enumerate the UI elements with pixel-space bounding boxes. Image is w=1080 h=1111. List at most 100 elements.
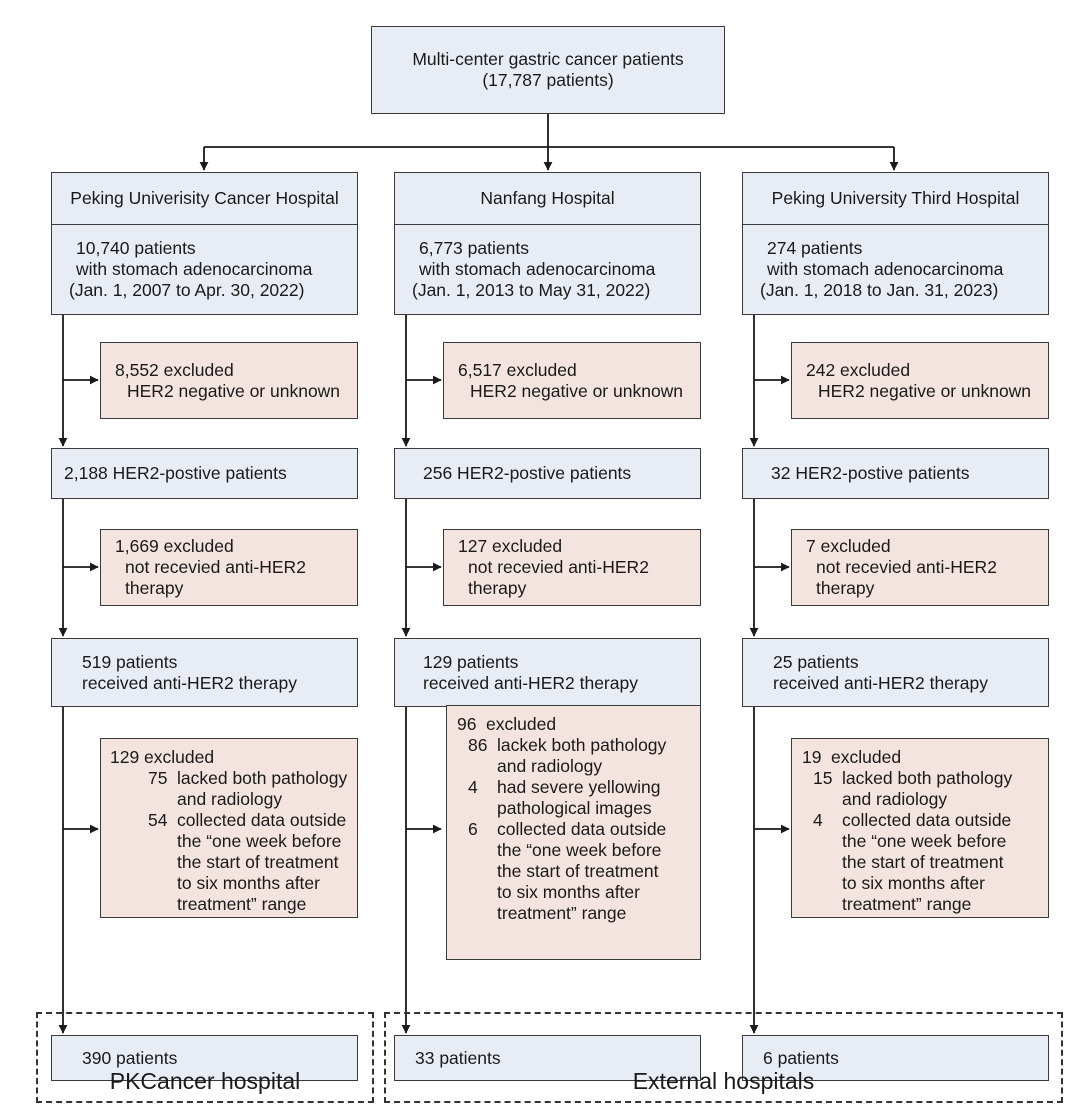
treated-count: 519 patients (82, 651, 178, 672)
exclusion-reason: HER2 negative or unknown (818, 380, 1032, 401)
treated-box-pkthird: 25 patients received anti-HER2 therapy (742, 638, 1049, 707)
exclusion-item-text: the “one week before (177, 831, 342, 851)
her2-positive-count: 256 HER2-postive patients (423, 463, 632, 483)
her2-positive-count: 32 HER2-postive patients (771, 463, 970, 483)
exclusion-box-her2-pkthird: 242 excluded HER2 negative or unknown (791, 342, 1049, 419)
cohort-count: 10,740 patients (76, 238, 196, 258)
exclusion-item-text: collected data outside (177, 810, 347, 830)
exclusion-reason-cont: therapy (816, 578, 875, 598)
exclusion-item-text: treatment” range (497, 903, 627, 923)
exclusion-reason: not recevied anti-HER2 (816, 557, 997, 577)
exclusion-count: 7 excluded (806, 536, 891, 556)
hospital-header-pkthird: Peking University Third Hospital (742, 172, 1049, 225)
internal-cohort-group (36, 1012, 374, 1103)
final-box-pkcancer: 390 patients (51, 1035, 358, 1081)
her2-positive-box-pkthird: 32 HER2-postive patients (742, 448, 1049, 499)
exclusion-count: 129 excluded (110, 747, 215, 767)
exclusion-box-therapy-pkcancer: 1,669 excluded not recevied anti-HER2 th… (100, 529, 358, 606)
external-cohort-group (384, 1012, 1063, 1103)
exclusion-item-count: 4 (468, 777, 478, 797)
exclusion-item-count: 86 (468, 735, 488, 755)
treated-description: received anti-HER2 therapy (423, 672, 638, 693)
exclusion-reason: HER2 negative or unknown (470, 380, 684, 401)
exclusion-item-text: to six months after (497, 882, 640, 902)
cohort-date-range: (Jan. 1, 2007 to Apr. 30, 2022) (69, 280, 305, 300)
treated-box-pkcancer: 519 patients received anti-HER2 therapy (51, 638, 358, 707)
cohort-diagnosis: with stomach adenocarcinoma (419, 259, 656, 279)
exclusion-item-count: 54 (148, 810, 168, 830)
cohort-date-range: (Jan. 1, 2013 to May 31, 2022) (412, 280, 651, 300)
final-box-nanfang: 33 patients (394, 1035, 701, 1081)
exclusion-item-text: the “one week before (842, 831, 1007, 851)
hospital-header-nanfang: Nanfang Hospital (394, 172, 701, 225)
hospital-name: Peking University Third Hospital (771, 188, 1020, 208)
exclusion-box-her2-nanfang: 6,517 excluded HER2 negative or unknown (443, 342, 701, 419)
cohort-count: 274 patients (767, 238, 863, 258)
treated-box-nanfang: 129 patients received anti-HER2 therapy (394, 638, 701, 707)
source-population-title: Multi-center gastric cancer patients (412, 49, 684, 69)
her2-positive-count: 2,188 HER2-postive patients (64, 463, 287, 483)
exclusion-reason: not recevied anti-HER2 (468, 557, 649, 577)
exclusion-count: 96 (457, 714, 477, 734)
exclusion-count: 6,517 excluded (458, 359, 577, 380)
exclusion-reason-cont: therapy (468, 578, 527, 598)
her2-positive-box-pkcancer: 2,188 HER2-postive patients (51, 448, 358, 499)
source-population-box: Multi-center gastric cancer patients (17… (371, 26, 725, 114)
exclusion-reason: not recevied anti-HER2 (125, 557, 306, 577)
final-count: 33 patients (415, 1047, 501, 1068)
exclusion-item-text: and radiology (842, 789, 948, 809)
exclusion-box-therapy-pkthird: 7 excluded not recevied anti-HER2 therap… (791, 529, 1049, 606)
cohort-box-nanfang: 6,773 patients with stomach adenocarcino… (394, 224, 701, 315)
exclusion-item-text: the start of treatment (842, 852, 1004, 872)
treated-count: 25 patients (773, 651, 859, 672)
exclusion-reason-cont: therapy (125, 578, 184, 598)
cohort-diagnosis: with stomach adenocarcinoma (76, 259, 313, 279)
external-cohort-label: External hospitals (632, 1068, 815, 1094)
exclusion-item-text: treatment” range (177, 894, 307, 914)
exclusion-header: 96 excluded (457, 714, 700, 735)
exclusion-item-count: 75 (148, 768, 168, 788)
exclusion-box-therapy-nanfang: 127 excluded not recevied anti-HER2 ther… (443, 529, 701, 606)
exclusion-item-text: lacked both pathology (177, 768, 348, 788)
exclusion-item-text: pathological images (497, 798, 652, 818)
exclusion-count: 8,552 excluded (115, 359, 234, 380)
exclusion-item-text: collected data outside (497, 819, 667, 839)
final-count: 6 patients (763, 1047, 839, 1068)
exclusion-reason: HER2 negative or unknown (127, 380, 341, 401)
treated-count: 129 patients (423, 651, 519, 672)
exclusion-box-her2-pkcancer: 8,552 excluded HER2 negative or unknown (100, 342, 358, 419)
exclusion-count: 1,669 excluded (115, 536, 234, 556)
cohort-diagnosis: with stomach adenocarcinoma (767, 259, 1004, 279)
cohort-count: 6,773 patients (419, 238, 529, 258)
cohort-date-range: (Jan. 1, 2018 to Jan. 31, 2023) (760, 280, 999, 300)
exclusion-item-count: 6 (468, 819, 478, 839)
exclusion-item-count: 15 (813, 768, 833, 788)
exclusion-count: 127 excluded (458, 536, 563, 556)
treated-description: received anti-HER2 therapy (82, 672, 297, 693)
exclusion-item-text: and radiology (177, 789, 283, 809)
exclusion-item-text: had severe yellowing (497, 777, 661, 797)
exclusion-item-count: 4 (813, 810, 823, 830)
exclusion-item-text: the start of treatment (177, 852, 339, 872)
exclusion-item-text: the start of treatment (497, 861, 659, 881)
exclusion-item-text: lackek both pathology (497, 735, 667, 755)
treated-description: received anti-HER2 therapy (773, 672, 988, 693)
cohort-box-pkcancer: 10,740 patients with stomach adenocarcin… (51, 224, 358, 315)
exclusion-header: 19 excluded (802, 747, 1048, 768)
exclusion-item-text: to six months after (177, 873, 320, 893)
exclusion-item-text: the “one week before (497, 840, 662, 860)
exclusion-item-text: to six months after (842, 873, 985, 893)
cohort-box-pkthird: 274 patients with stomach adenocarcinoma… (742, 224, 1049, 315)
exclusion-count: 242 excluded (806, 359, 911, 380)
exclusion-label: excluded (486, 714, 557, 734)
